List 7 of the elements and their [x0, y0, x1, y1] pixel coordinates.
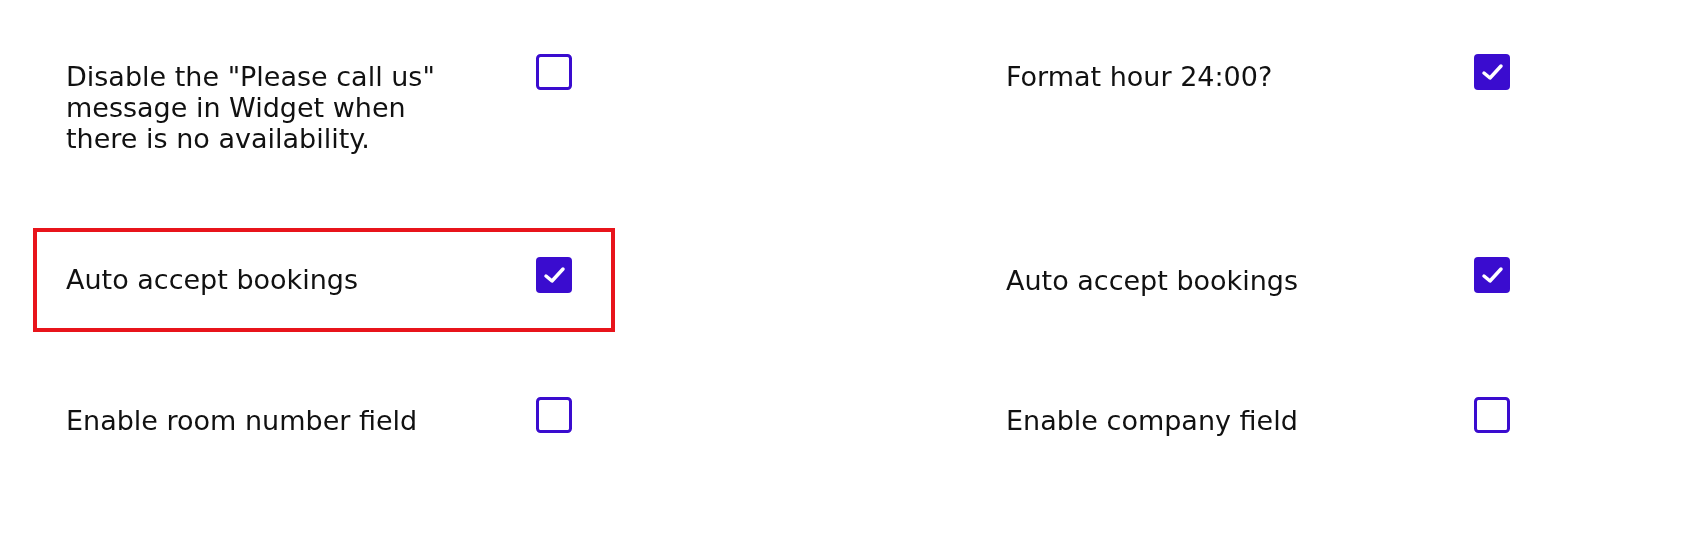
setting-label: Enable room number field	[66, 405, 419, 436]
setting-label: Auto accept bookings	[1006, 265, 1300, 296]
setting-label: Auto accept bookings	[66, 264, 360, 295]
setting-label: Enable company field	[1006, 405, 1299, 436]
setting-label: Disable the "Please call us" message in Widget when there is no availability.	[66, 61, 436, 154]
setting-label: Format hour 24:00?	[1006, 61, 1274, 92]
highlight-box	[33, 228, 615, 332]
